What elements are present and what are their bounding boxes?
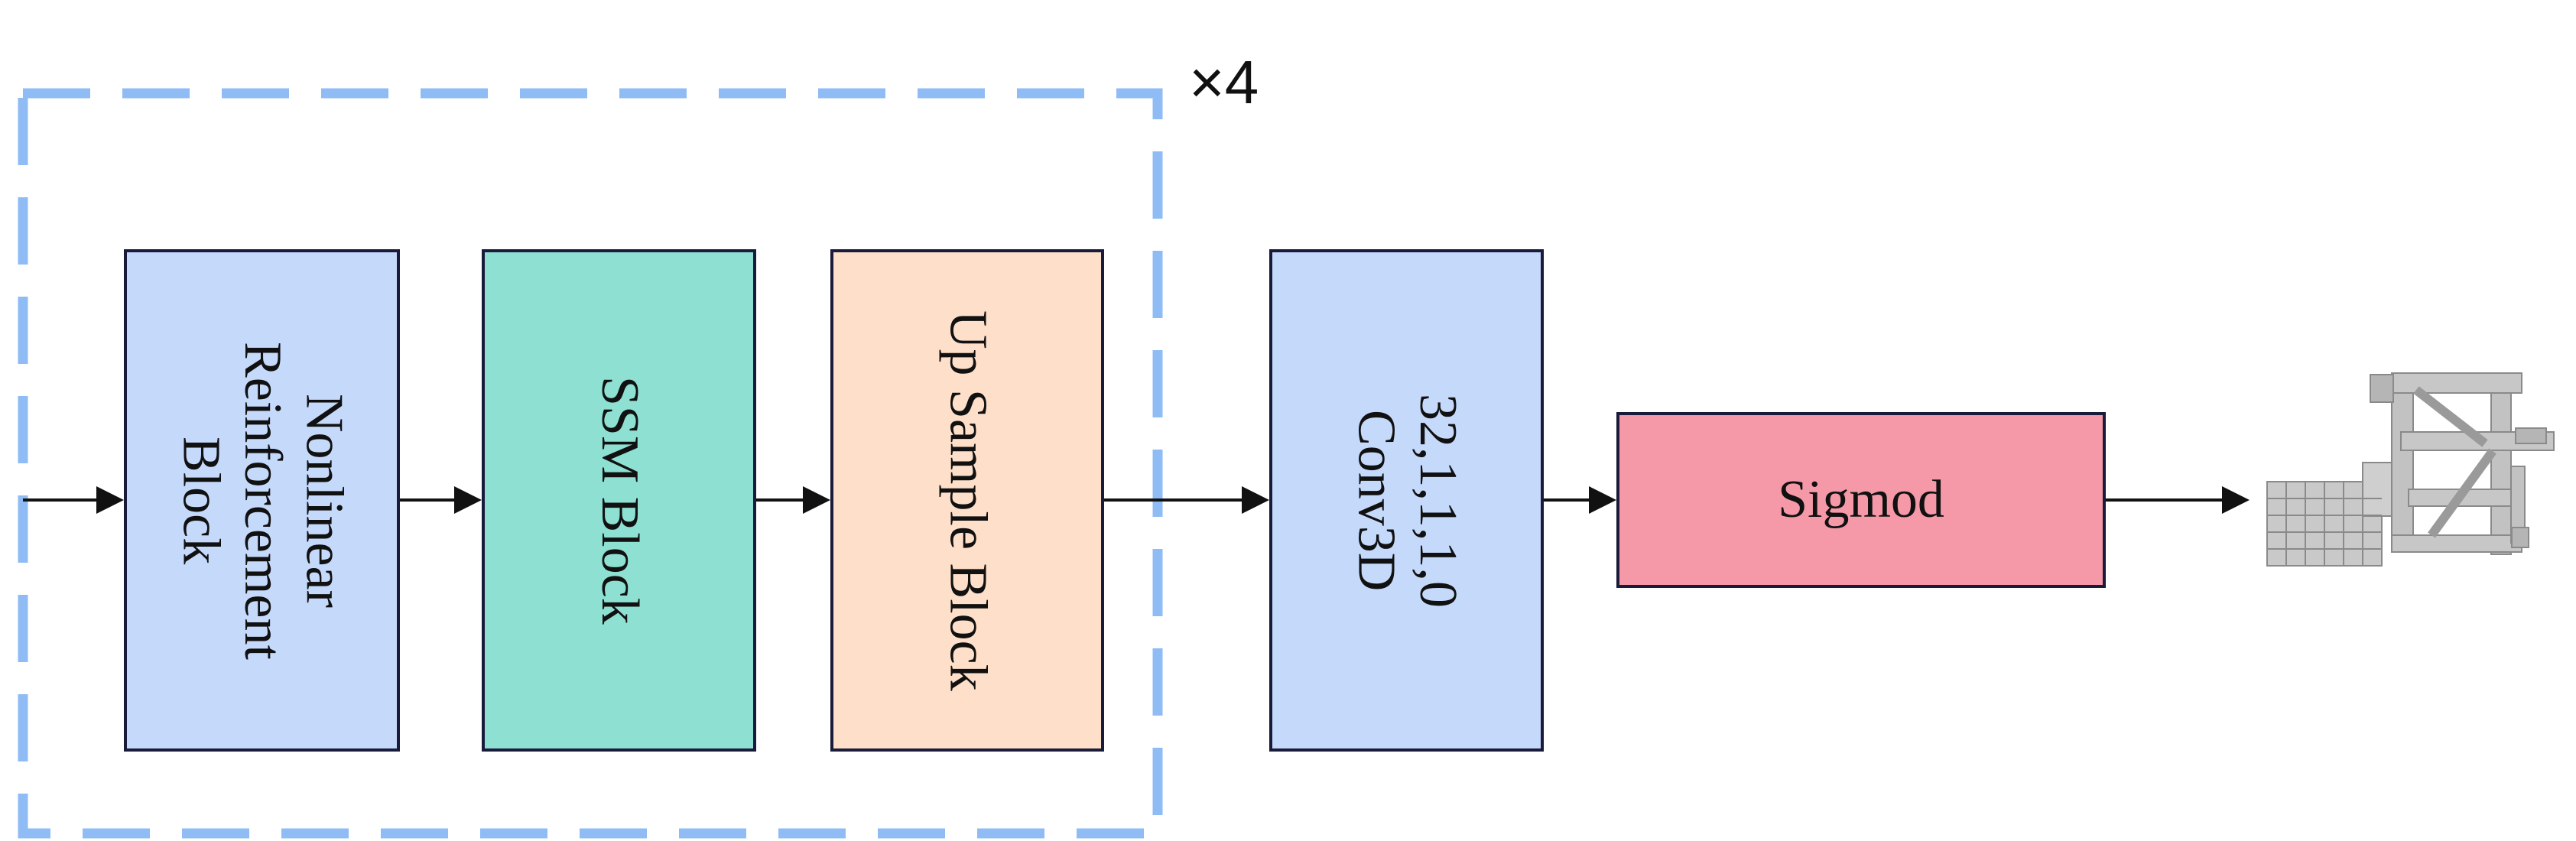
up-sample-block: Up Sample Block bbox=[830, 249, 1104, 752]
ssm-block: SSM Block bbox=[482, 249, 756, 752]
ssm-block-label: SSM Block bbox=[590, 376, 649, 625]
repeat-dashed-frame bbox=[18, 88, 1163, 839]
nonlinear-reinforcement-block: Nonlinear Reinforcement Block bbox=[124, 249, 400, 752]
voxel-3d-structure-icon bbox=[2266, 372, 2555, 567]
arrow-sigmoid-to-output-head bbox=[2222, 486, 2250, 514]
arrow-conv-to-sigmoid-head bbox=[1589, 486, 1616, 514]
sigmoid-block-label: Sigmod bbox=[1778, 470, 1944, 529]
sigmoid-block: Sigmod bbox=[1616, 412, 2106, 588]
conv3d-block: 32,1,1,1,0 Conv3D bbox=[1269, 249, 1544, 752]
up-sample-block-label: Up Sample Block bbox=[938, 310, 998, 691]
conv3d-block-label: 32,1,1,1,0 Conv3D bbox=[1346, 393, 1468, 608]
arrow-input-head bbox=[96, 486, 124, 514]
arrows bbox=[23, 486, 2250, 514]
repeat-count-label: ×4 bbox=[1189, 48, 1259, 116]
nonlinear-reinforcement-label: Nonlinear Reinforcement Block bbox=[171, 341, 354, 660]
arrow-nonlinear-to-ssm-head bbox=[454, 486, 482, 514]
arrow-upsample-to-conv-head bbox=[1242, 486, 1269, 514]
arrow-ssm-to-upsample-head bbox=[803, 486, 830, 514]
